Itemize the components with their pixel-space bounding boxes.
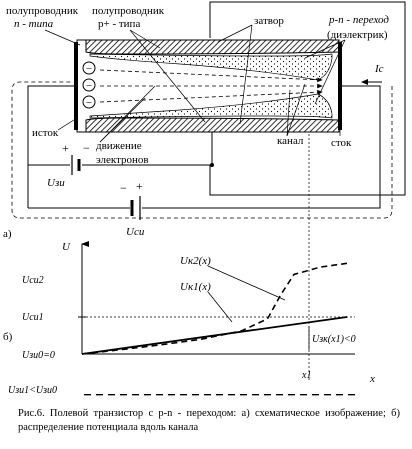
junction-node (210, 163, 214, 167)
n-semiconductor-type-label: n - типа (14, 18, 54, 30)
series-label: Uк1(x) (180, 281, 211, 293)
y-tick-label: Uзи1<Uзи0 (8, 385, 57, 396)
svg-text:−: − (86, 63, 92, 75)
gate-label: затвор (254, 15, 284, 27)
electron: − (82, 95, 96, 109)
drain-wire (142, 85, 381, 209)
channel-label: канал (277, 135, 304, 147)
y-axis-label: U (62, 241, 71, 253)
leader-line (314, 39, 346, 105)
electron: − (82, 78, 96, 92)
top-gate-region (85, 39, 340, 55)
leader-line (99, 85, 156, 143)
bottom-depletion-region (89, 93, 333, 119)
gate-source-wire (27, 85, 74, 166)
series-leader (207, 265, 286, 301)
series-line (81, 316, 348, 355)
uzk-annotation: Uзк(x1)<0 (312, 334, 356, 345)
leader-line (286, 83, 306, 137)
svg-text:−: − (83, 141, 90, 155)
y-tick-label: Uзи0=0 (22, 350, 55, 361)
electron-flow-arrow (99, 89, 323, 103)
leader-line (129, 29, 206, 123)
leader-line (44, 29, 81, 46)
source-label: исток (32, 127, 59, 139)
p-semiconductor-type-label: p+ - типа (98, 18, 140, 30)
svg-text:−: − (120, 181, 127, 195)
electron-motion-label: движение (96, 140, 142, 152)
svg-text:+: + (62, 141, 69, 155)
drain-label: сток (331, 137, 352, 149)
pn-junction-label: p-n - переход (328, 14, 389, 26)
gate-battery: + − (62, 141, 90, 175)
drain-contact (338, 42, 342, 130)
leader-line (304, 39, 346, 59)
electron-motion-label-2: электронов (96, 154, 149, 166)
leader-line (57, 117, 78, 131)
electron-flow-arrow (99, 69, 323, 83)
y-tick-label: Uси2 (22, 275, 44, 286)
drain-voltage-label: Uси (126, 226, 145, 238)
part-b-label: б) (3, 331, 13, 343)
gate-wire (209, 1, 406, 196)
series-line (81, 262, 348, 355)
y-tick-label: Uси1 (22, 312, 44, 323)
figure-caption: Рис.6. Полевой транзистор с p-n - перехо… (18, 408, 400, 433)
drain-battery: − + (120, 179, 143, 220)
potential-distribution-chart: U x б) Uзк(x1)<0 Uк1(x)Uк2(x)Uси2Uси1Uзи… (3, 134, 375, 396)
svg-text:+: + (136, 179, 143, 193)
drain-current-label: Ic (374, 63, 384, 75)
top-depletion-region (89, 53, 333, 81)
bottom-gate-region (85, 117, 340, 133)
leader-line (239, 24, 253, 125)
leader-line (129, 29, 161, 49)
schematic-diagram: − − − полупроводник n - типа полупроводн… (3, 1, 406, 240)
electron: − (82, 61, 96, 75)
gate-voltage-label: Uзи (47, 177, 65, 189)
series-label: Uк2(x) (180, 255, 211, 267)
x-tick-label: x1 (301, 370, 311, 381)
p-semiconductor-label: полупроводник (92, 5, 165, 17)
svg-text:−: − (86, 97, 92, 109)
part-a-label: а) (3, 228, 12, 240)
series-leader (207, 291, 233, 323)
leader-line (217, 24, 253, 43)
svg-text:−: − (86, 80, 92, 92)
n-semiconductor-label: полупроводник (6, 5, 79, 17)
current-path (11, 81, 393, 219)
leader-line (286, 89, 291, 137)
source-contact (74, 42, 78, 130)
pn-junction-dielectric-label: (диэлектрик) (327, 29, 388, 41)
x-axis-label: x (369, 373, 375, 385)
